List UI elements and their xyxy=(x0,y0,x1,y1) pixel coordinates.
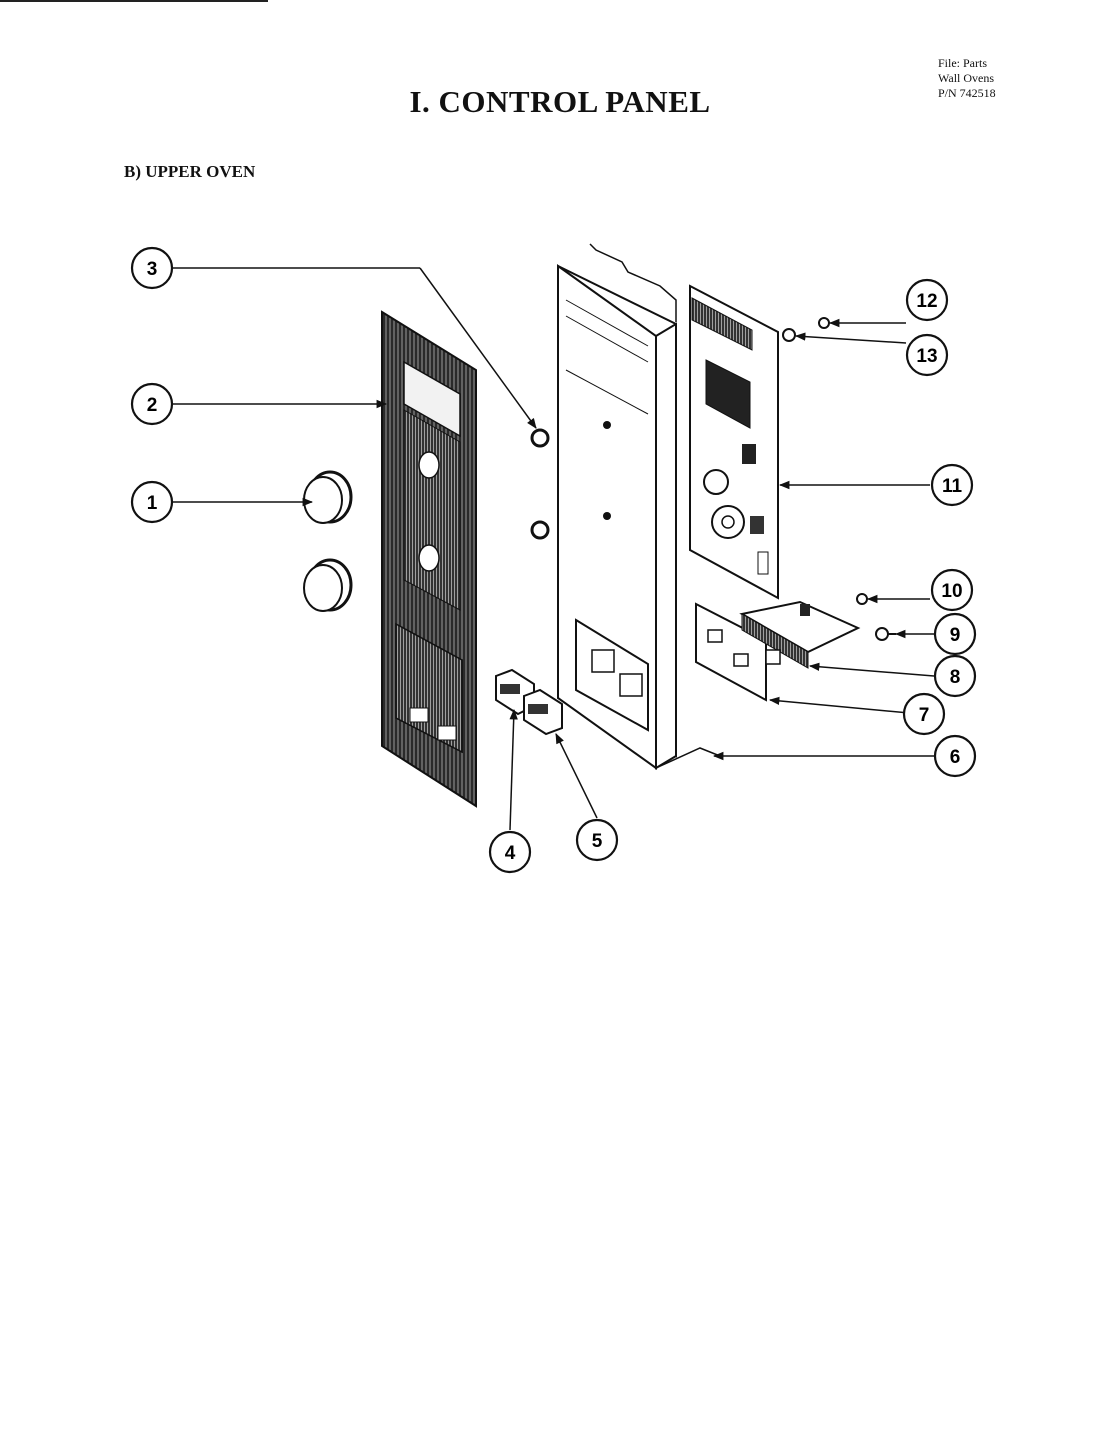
page-title: I. CONTROL PANEL xyxy=(409,84,711,119)
callout-label: 13 xyxy=(916,346,937,367)
callout-label: 1 xyxy=(147,493,158,514)
callout-label: 4 xyxy=(505,843,516,864)
callout-4: 4 xyxy=(488,830,532,874)
file-info-line: P/N 742518 xyxy=(938,86,996,100)
callout-3: 3 xyxy=(130,246,174,290)
section-title: B) UPPER OVEN xyxy=(124,162,256,181)
callout-circle xyxy=(933,612,977,656)
bracket-assembly xyxy=(695,600,861,702)
callout-10: 10 xyxy=(930,568,974,612)
callout-5: 5 xyxy=(575,818,619,862)
callout-label: 2 xyxy=(147,395,158,416)
control-board xyxy=(689,284,779,600)
callout-label: 3 xyxy=(147,259,158,280)
control-knobs xyxy=(303,470,353,612)
callout-circle xyxy=(905,278,949,322)
file-info: File: Parts Wall Ovens P/N 742518 xyxy=(938,56,996,101)
callout-circle xyxy=(130,382,174,426)
callout-6: 6 xyxy=(933,734,977,778)
screws xyxy=(782,317,896,641)
callout-label: 10 xyxy=(941,581,962,602)
top-rule xyxy=(0,0,268,2)
callout-circle xyxy=(130,246,174,290)
callout-circle xyxy=(130,480,174,524)
file-info-line: File: Parts xyxy=(938,56,988,70)
control-housing xyxy=(557,243,721,770)
callout-7: 7 xyxy=(902,692,946,736)
nuts xyxy=(530,428,550,540)
callout-2: 2 xyxy=(130,382,174,426)
leader-lines xyxy=(172,267,935,831)
callout-11: 11 xyxy=(930,463,974,507)
callout-13: 13 xyxy=(905,333,949,377)
callout-label: 11 xyxy=(942,476,963,497)
callout-label: 7 xyxy=(919,705,930,726)
callout-circle xyxy=(905,333,949,377)
file-info-line: Wall Ovens xyxy=(938,71,995,85)
callout-circle xyxy=(933,734,977,778)
callout-1: 1 xyxy=(130,480,174,524)
callout-circle xyxy=(930,463,974,507)
callout-9: 9 xyxy=(933,612,977,656)
push-switches xyxy=(495,668,563,736)
callout-label: 8 xyxy=(950,667,961,688)
callout-12: 12 xyxy=(905,278,949,322)
callout-label: 9 xyxy=(950,625,961,646)
callout-circle xyxy=(930,568,974,612)
callout-label: 5 xyxy=(592,831,603,852)
callout-label: 6 xyxy=(950,747,961,768)
callout-8: 8 xyxy=(933,654,977,698)
callout-circle xyxy=(902,692,946,736)
callout-label: 12 xyxy=(916,291,937,312)
callout-circle xyxy=(488,830,532,874)
callout-circle xyxy=(575,818,619,862)
faceplate-panel xyxy=(381,310,477,808)
callout-circle xyxy=(933,654,977,698)
